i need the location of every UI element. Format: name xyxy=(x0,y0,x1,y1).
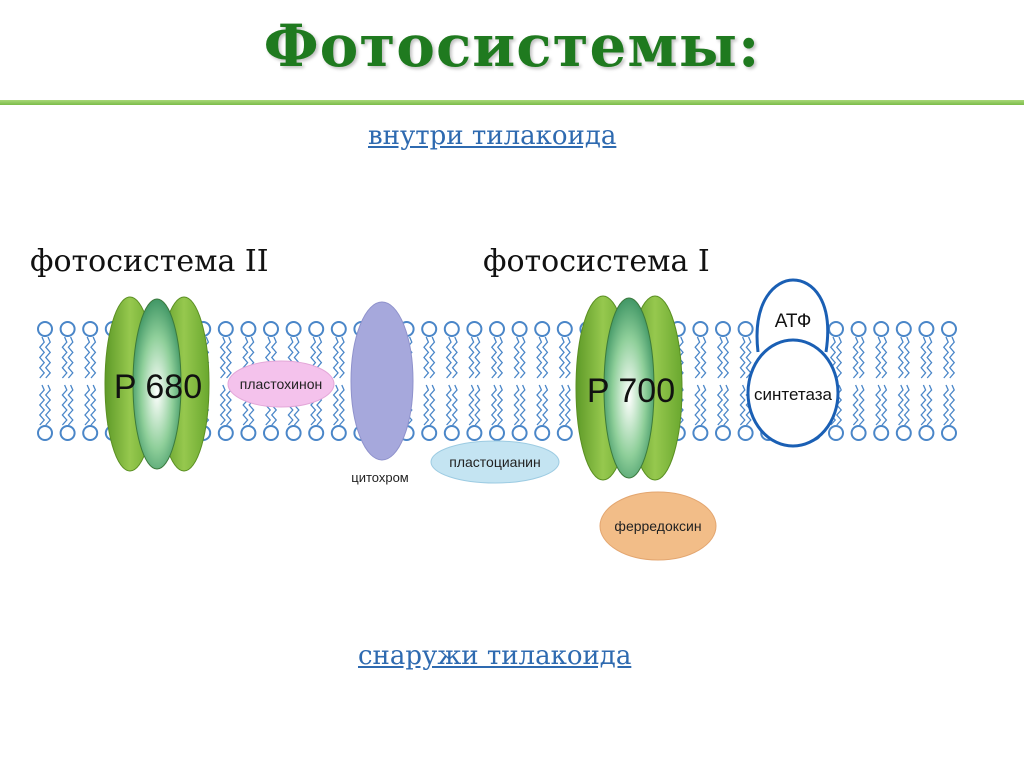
plastoquinone-label: пластохинон xyxy=(240,376,323,392)
phospholipid xyxy=(330,321,347,441)
atp-synthase: АТФ синтетаза xyxy=(746,278,840,448)
phospholipid xyxy=(59,321,76,441)
phospholipid xyxy=(715,321,731,441)
phospholipid xyxy=(692,321,709,441)
ferredoxin-label: ферредоксин xyxy=(614,518,701,534)
synthase-label: синтетаза xyxy=(754,385,833,404)
phospholipid xyxy=(873,321,890,441)
p680-label: P 680 xyxy=(114,368,202,406)
phospholipid xyxy=(466,321,483,441)
ferredoxin: ферредоксин xyxy=(599,491,717,561)
phospholipid xyxy=(941,321,957,441)
atp-label: АТФ xyxy=(775,311,812,332)
phospholipid xyxy=(737,321,754,441)
cytochrome-label: цитохром xyxy=(351,470,409,485)
plastocyanin-label: пластоцианин xyxy=(449,454,541,470)
phospholipid xyxy=(918,321,935,441)
phospholipid xyxy=(556,321,573,441)
slide-title: Фотосистемы: xyxy=(263,12,761,80)
phospholipid xyxy=(443,321,460,441)
title-divider xyxy=(0,100,1024,105)
photosystem-2-complex: P 680 xyxy=(104,296,210,472)
plastocyanin: пластоцианин xyxy=(430,440,560,484)
phospholipid xyxy=(82,321,99,441)
photosystem-2-label: фотосистема II xyxy=(30,244,269,279)
phospholipid xyxy=(895,321,912,441)
plastoquinone: пластохинон xyxy=(227,360,335,408)
phospholipid xyxy=(511,321,528,441)
phospholipid xyxy=(421,321,438,441)
phospholipid xyxy=(850,321,867,441)
photosystem-1-complex: P 700 xyxy=(575,295,683,481)
phospholipid xyxy=(217,321,234,441)
cytochrome: цитохром xyxy=(350,301,414,485)
phospholipid xyxy=(534,321,551,441)
phospholipid xyxy=(489,321,505,441)
inside-thylakoid-link[interactable]: внутри тилакоида xyxy=(368,121,617,151)
photosystem-1-label: фотосистема I xyxy=(483,244,710,279)
outside-thylakoid-link[interactable]: снаружи тилакоида xyxy=(358,641,632,671)
phospholipid xyxy=(37,321,53,441)
phospholipid xyxy=(240,321,257,441)
p700-label: P 700 xyxy=(587,372,675,410)
